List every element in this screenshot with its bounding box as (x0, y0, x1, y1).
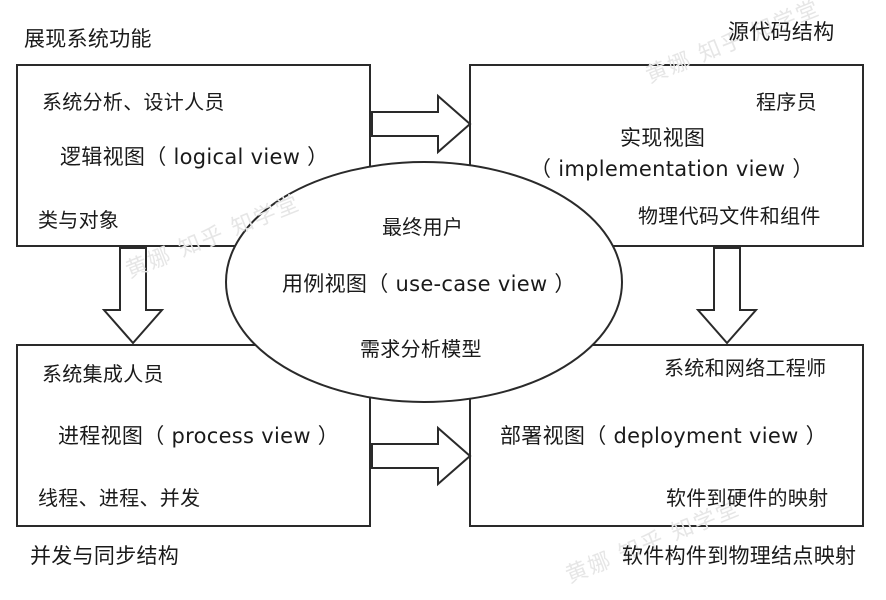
arrow-process-to-deployment (371, 425, 472, 487)
corner-label-top-left: 展现系统功能 (24, 27, 152, 51)
corner-label-bottom-left: 并发与同步结构 (30, 544, 180, 568)
corner-label-bottom-right: 软件构件到物理结点映射 (622, 544, 857, 568)
arrow-logical-to-process (101, 247, 165, 345)
deployment-view-name: 部署视图（ deployment view ） (500, 424, 827, 448)
process-view-name: 进程视图（ process view ） (58, 424, 340, 448)
process-content: 线程、进程、并发 (38, 486, 201, 510)
logical-content: 类与对象 (38, 208, 120, 232)
deployment-role: 系统和网络工程师 (664, 356, 827, 380)
process-role: 系统集成人员 (42, 362, 164, 386)
usecase-role: 最终用户 (382, 215, 464, 239)
logical-view-name: 逻辑视图（ logical view ） (60, 145, 329, 169)
corner-label-top-right: 源代码结构 (728, 20, 835, 44)
implementation-content: 物理代码文件和组件 (638, 204, 821, 228)
deployment-content: 软件到硬件的映射 (666, 486, 829, 510)
arrow-logical-to-implementation (371, 93, 472, 155)
implementation-view-name-line1: 实现视图 (620, 126, 706, 150)
usecase-content: 需求分析模型 (360, 337, 482, 361)
implementation-role: 程序员 (756, 90, 817, 114)
logical-role: 系统分析、设计人员 (42, 90, 225, 114)
arrow-implementation-to-deployment (695, 247, 759, 345)
usecase-view-name: 用例视图（ use-case view ） (282, 272, 576, 296)
usecase-view-ellipse (225, 161, 623, 403)
implementation-view-name-line2: （ implementation view ） (530, 157, 814, 181)
